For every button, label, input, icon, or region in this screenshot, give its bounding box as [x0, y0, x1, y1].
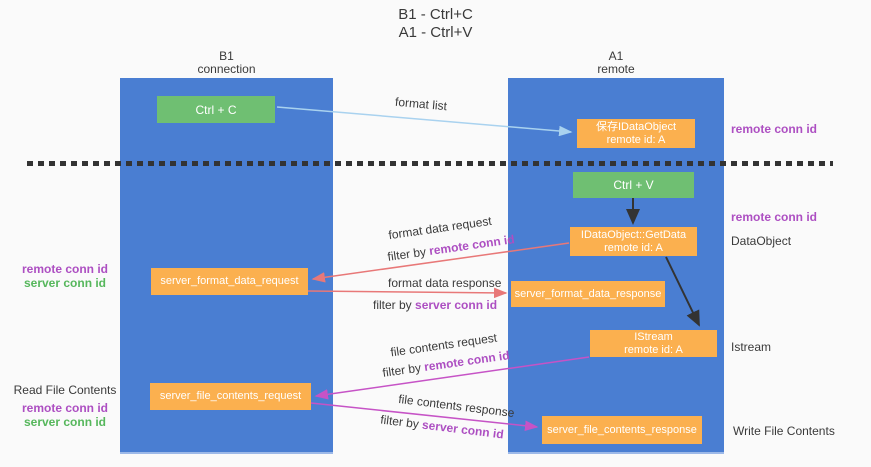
session-divider-dashed-line [27, 161, 833, 166]
column-a1-name: A1 [608, 49, 624, 63]
node-format-response-label: server_format_data_response [514, 287, 662, 300]
title-line-2: A1 - Ctrl+V [398, 24, 473, 41]
filter-value-server-conn-id: server conn id [415, 298, 498, 312]
node-istream: IStream remote id: A [590, 330, 717, 357]
label-write-file-contents: Write File Contents [733, 424, 835, 438]
node-ctrl-v-label: Ctrl + V [613, 178, 654, 192]
column-header-a1: A1 remote [508, 50, 724, 76]
node-istream-line1: IStream [634, 330, 673, 343]
column-a1-role: remote [597, 62, 635, 76]
node-file-response-label: server_file_contents_response [547, 423, 697, 436]
label-server-conn-id-left-format: server conn id [23, 276, 107, 290]
node-ctrl-c: Ctrl + C [157, 96, 275, 123]
node-ctrl-v: Ctrl + V [573, 172, 694, 198]
node-server-file-contents-response: server_file_contents_response [542, 416, 702, 444]
label-block-format-conn-ids: remote conn id server conn id [10, 262, 120, 290]
node-idataobject-getdata: IDataObject::GetData remote id: A [570, 227, 697, 256]
node-getdata-line2: remote id: A [604, 241, 663, 254]
node-save-idataobject-line2: remote id: A [606, 133, 666, 146]
diagram-title: B1 - Ctrl+C A1 - Ctrl+V [0, 6, 871, 42]
label-format-data-response-filter: filter by server conn id [373, 298, 497, 312]
node-save-idataobject-line1: 保存IDataObject [595, 120, 677, 133]
filter-by-text: filter by [373, 298, 416, 312]
node-ctrl-c-label: Ctrl + C [195, 102, 237, 117]
filter-by-text: filter by [381, 360, 426, 380]
node-save-idataobject: 保存IDataObject remote id: A [577, 119, 695, 148]
column-b1-name: B1 [219, 49, 234, 63]
filter-value-server-conn-id: server conn id [421, 417, 505, 442]
filter-by-text: filter by [379, 412, 424, 432]
label-format-list: format list [394, 94, 448, 114]
node-istream-line2: remote id: A [624, 343, 683, 356]
label-remote-conn-id-left-format: remote conn id [21, 262, 108, 276]
node-server-format-data-request: server_format_data_request [151, 268, 308, 295]
node-server-file-contents-request: server_file_contents_request [150, 383, 311, 410]
title-line-1: B1 - Ctrl+C [398, 6, 473, 23]
label-remote-conn-id-mid-right: remote conn id [731, 210, 818, 224]
node-file-request-label: server_file_contents_request [159, 390, 302, 402]
label-server-conn-id-left-file: server conn id [23, 415, 107, 429]
label-remote-conn-id-left-file: remote conn id [21, 401, 108, 415]
filter-value-remote-conn-id: remote conn id [428, 232, 516, 258]
node-format-request-label: server_format_data_request [160, 275, 299, 287]
label-read-file-contents: Read File Contents [13, 383, 117, 397]
label-dataobject: DataObject [731, 234, 792, 248]
filter-by-text: filter by [386, 244, 431, 264]
node-getdata-line1: IDataObject::GetData [580, 228, 687, 241]
label-istream: Istream [731, 340, 772, 354]
node-server-format-data-response: server_format_data_response [511, 281, 665, 307]
column-b1-role: connection [197, 62, 256, 76]
column-header-b1: B1 connection [120, 50, 333, 76]
label-file-contents-response-filter: filter by server conn id [380, 412, 505, 441]
label-remote-conn-id-top-right: remote conn id [731, 122, 818, 136]
label-format-data-response: format data response [388, 276, 502, 290]
arrow-format-data-response [307, 287, 508, 299]
label-block-file-conn-ids: Read File Contents remote conn id server… [6, 383, 124, 429]
